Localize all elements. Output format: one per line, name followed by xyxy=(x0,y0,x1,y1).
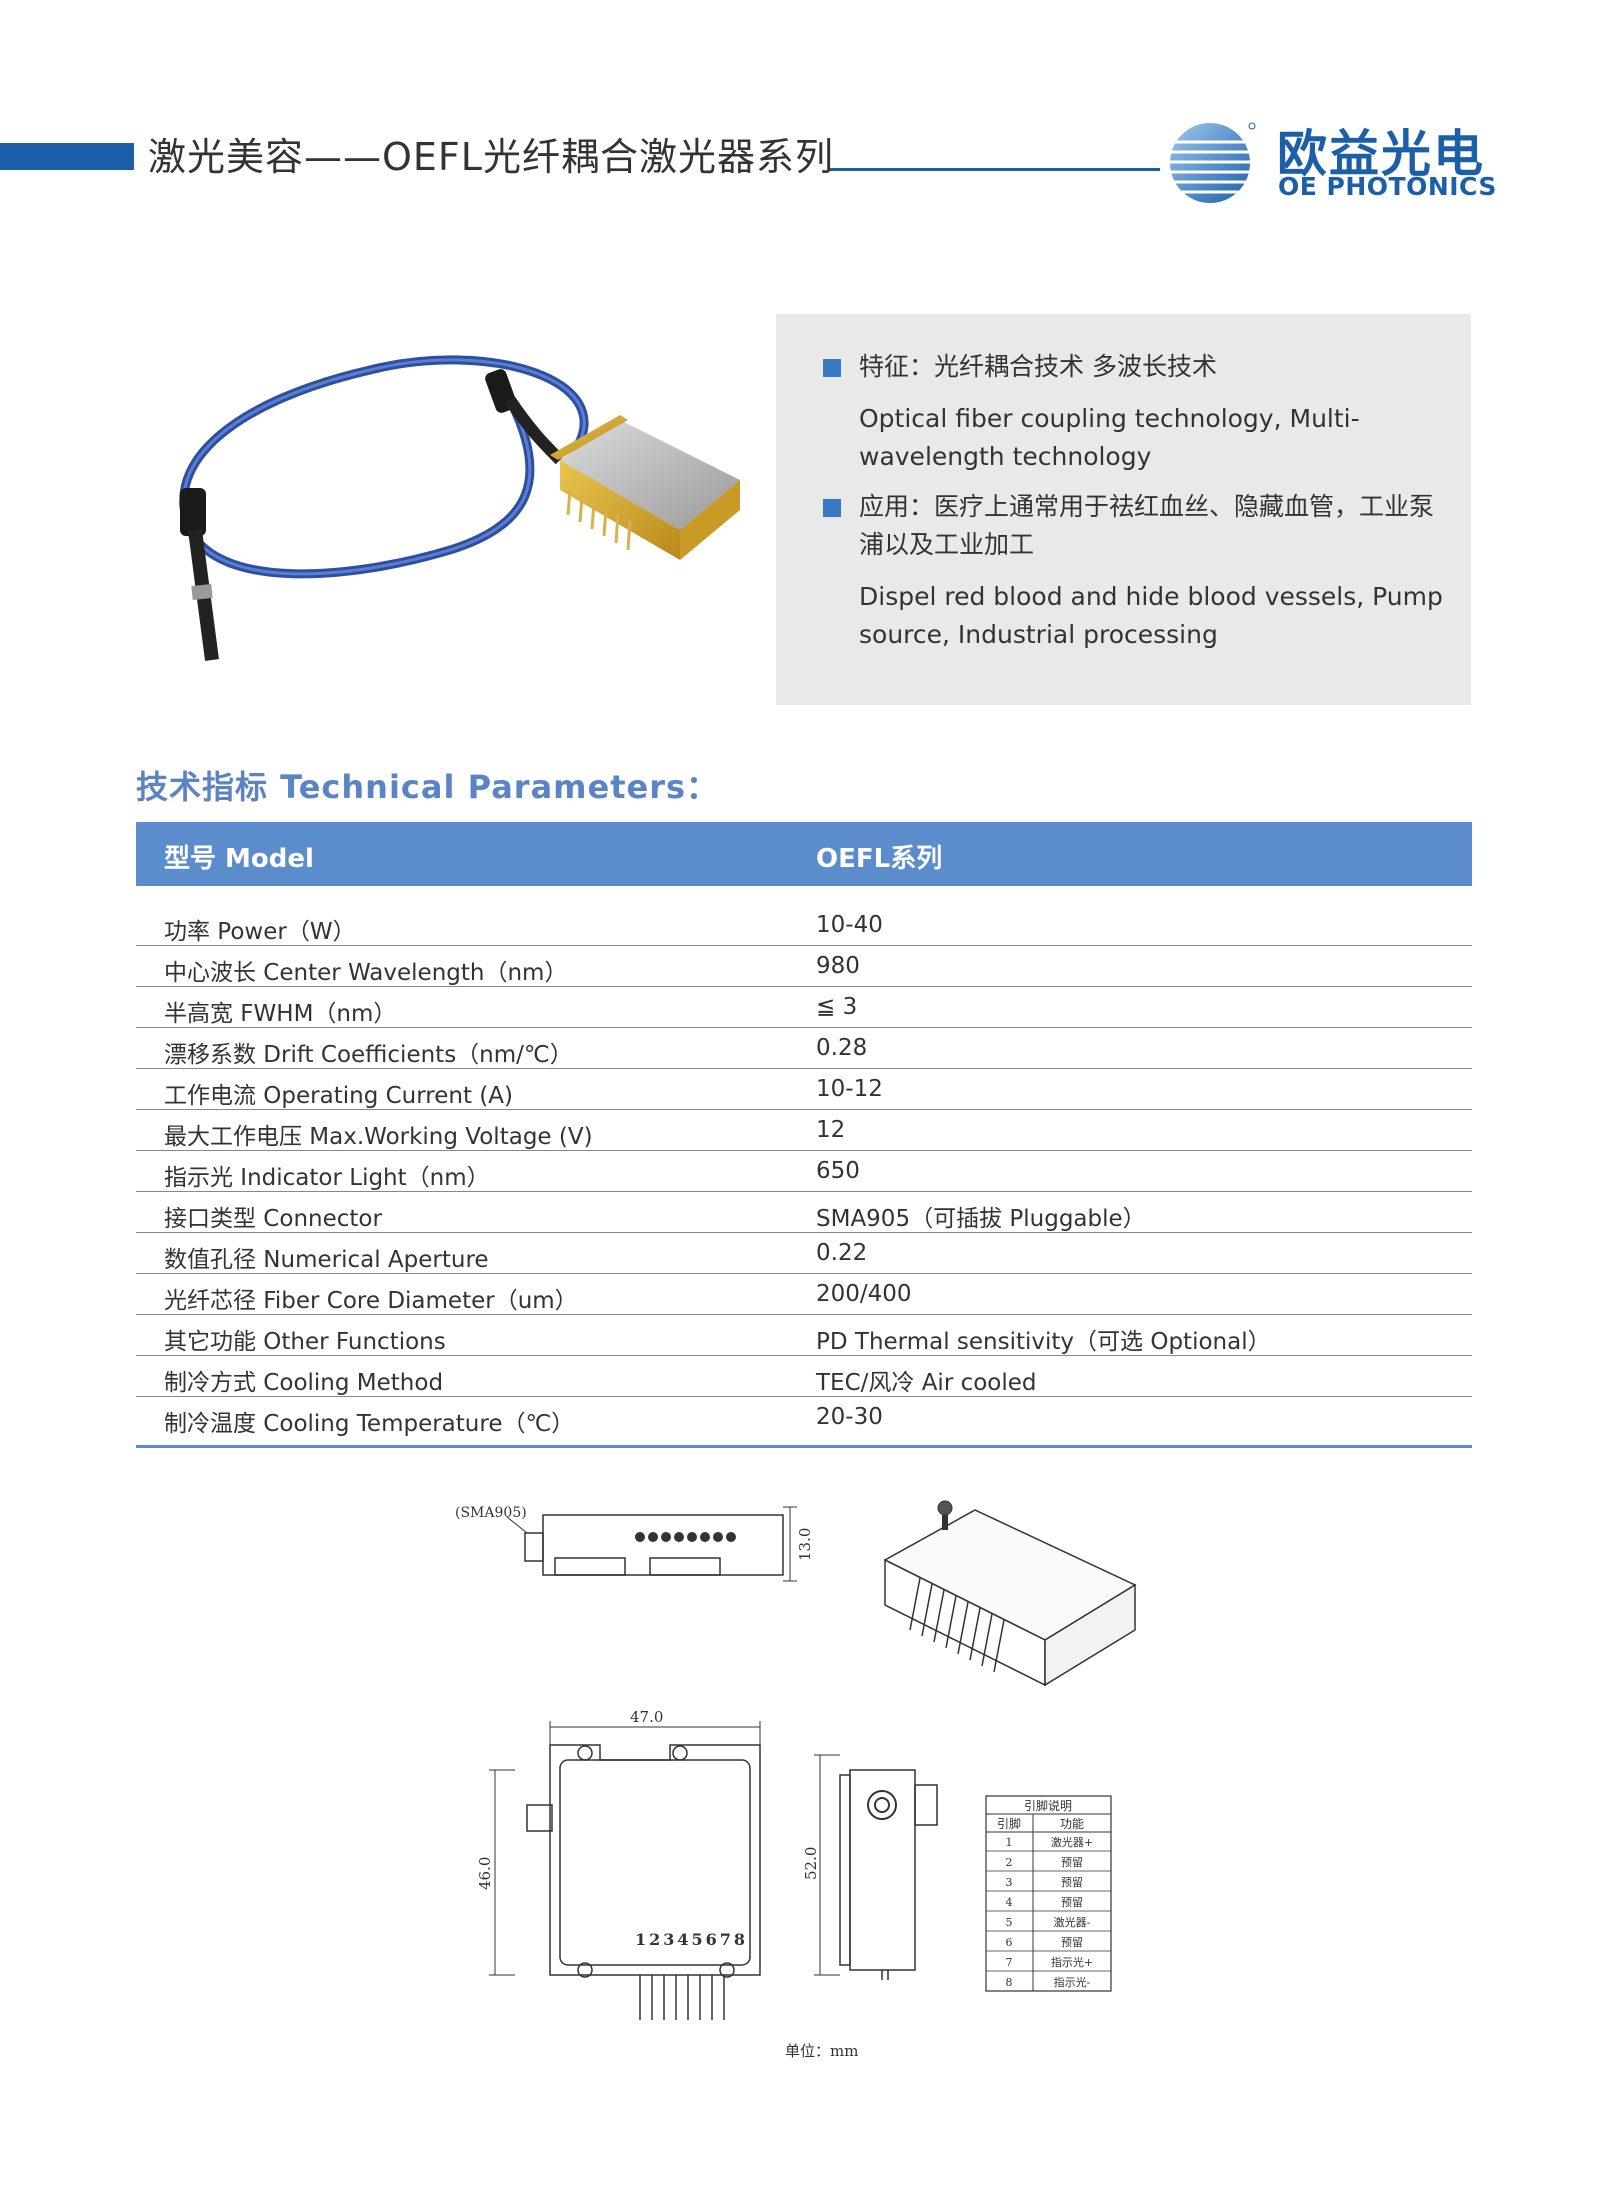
param-name: 接口类型 Connector xyxy=(164,1206,382,1232)
param-name: 指示光 Indicator Light（nm） xyxy=(164,1165,490,1191)
unit-label: 单位：mm xyxy=(785,2042,859,2060)
param-value: 650 xyxy=(816,1158,860,1184)
feature-desc-line2: wavelength technology xyxy=(859,442,1152,471)
pin-description-table: 引脚说明 引脚 功能 1 激光器+ 2 预留 3 预留 4 预留 5 激光器- … xyxy=(985,1795,1112,1992)
logo-english-text: OE PHOTONICS xyxy=(1278,172,1497,201)
pin-function: 预留 xyxy=(1061,1936,1083,1949)
feature-panel: 特征：光纤耦合技术 多波长技术 Optical fiber coupling t… xyxy=(776,314,1471,705)
param-name: 其它功能 Other Functions xyxy=(164,1329,446,1355)
pin-table-col-pin: 引脚 xyxy=(997,1816,1021,1831)
side-view-drawing: (SMA905) 13.0 xyxy=(455,1505,814,1582)
param-value: TEC/风冷 Air cooled xyxy=(816,1370,1037,1396)
table-row: 漂移系数 Drift Coefficients（nm/℃） 0.28 xyxy=(136,1027,1472,1069)
param-value: PD Thermal sensitivity（可选 Optional） xyxy=(816,1329,1271,1355)
pin-number: 5 xyxy=(1006,1916,1013,1929)
pin-number: 2 xyxy=(1006,1856,1013,1869)
table-row: 功率 Power（W） 10-40 xyxy=(136,904,1472,946)
pin-table-title: 引脚说明 xyxy=(1024,1798,1072,1813)
table-row: 接口类型 Connector SMA905（可插拔 Pluggable） xyxy=(136,1191,1472,1233)
pin-number: 3 xyxy=(1006,1876,1013,1889)
param-value: 10-40 xyxy=(816,912,883,938)
pin-function: 指示光- xyxy=(1054,1975,1091,1989)
param-name: 光纤芯径 Fiber Core Diameter（um） xyxy=(164,1288,578,1314)
bullet-square-icon xyxy=(823,499,841,517)
param-name: 数值孔径 Numerical Aperture xyxy=(164,1247,489,1273)
param-name: 功率 Power（W） xyxy=(164,919,356,945)
pin-number: 1 xyxy=(1006,1836,1013,1849)
param-value: 20-30 xyxy=(816,1404,883,1430)
page-title: 激光美容——OEFL光纤耦合激光器系列 xyxy=(148,135,834,179)
param-value: 12 xyxy=(816,1117,846,1143)
logo-chinese-text: 欧益光电 xyxy=(1277,125,1485,183)
table-row: 其它功能 Other Functions PD Thermal sensitiv… xyxy=(136,1314,1472,1356)
pin-function: 预留 xyxy=(1061,1896,1083,1909)
param-name: 制冷方式 Cooling Method xyxy=(164,1370,444,1396)
param-value: 0.28 xyxy=(816,1035,868,1061)
param-name: 制冷温度 Cooling Temperature（℃） xyxy=(164,1411,575,1437)
table-header: 型号 Model OEFL系列 xyxy=(136,822,1472,886)
header-model: 型号 Model xyxy=(164,844,314,874)
pin-function: 预留 xyxy=(1061,1876,1083,1889)
end-view-drawing: 52.0 xyxy=(802,1754,938,1980)
table-row: 半高宽 FWHM（nm） ≦ 3 xyxy=(136,986,1472,1028)
table-bottom-rule xyxy=(136,1445,1472,1448)
param-value: 0.22 xyxy=(816,1240,868,1266)
product-photo xyxy=(179,355,740,661)
application-desc-line1: Dispel red blood and hide blood vessels,… xyxy=(859,582,1443,611)
param-name: 漂移系数 Drift Coefficients（nm/℃） xyxy=(164,1042,573,1068)
table-row: 工作电流 Operating Current (A) 10-12 xyxy=(136,1068,1472,1110)
pin-function: 激光器- xyxy=(1054,1915,1091,1929)
param-name: 工作电流 Operating Current (A) xyxy=(164,1083,513,1109)
bullet-square-icon xyxy=(823,359,841,377)
param-name: 最大工作电压 Max.Working Voltage (V) xyxy=(164,1124,593,1150)
pin-number: 4 xyxy=(1006,1896,1013,1909)
table-row: 最大工作电压 Max.Working Voltage (V) 12 xyxy=(136,1109,1472,1151)
isometric-view-drawing xyxy=(883,1500,1137,1687)
pin-number: 8 xyxy=(1006,1976,1013,1989)
header-accent-bar xyxy=(0,143,134,170)
param-name: 中心波长 Center Wavelength（nm） xyxy=(164,960,568,986)
application-desc-line2: source, Industrial processing xyxy=(859,620,1218,649)
pin-table-col-func: 功能 xyxy=(1060,1817,1084,1831)
header-rule xyxy=(830,168,1160,171)
top-view-drawing: 47.0 46.0 12345678 xyxy=(476,1708,761,2020)
header-series: OEFL系列 xyxy=(816,844,943,874)
table-row: 制冷温度 Cooling Temperature（℃） 20-30 xyxy=(136,1396,1472,1437)
table-row: 数值孔径 Numerical Aperture 0.22 xyxy=(136,1232,1472,1274)
table-row: 制冷方式 Cooling Method TEC/风冷 Air cooled xyxy=(136,1355,1472,1397)
pin-function: 指示光+ xyxy=(1051,1955,1093,1969)
dim-length-label: 52.0 xyxy=(802,1847,820,1880)
pin-function: 预留 xyxy=(1061,1856,1083,1869)
pin-number: 7 xyxy=(1006,1956,1013,1969)
application-label-line1: 应用：医疗上通常用于祛红血丝、隐藏血管，工业泵 xyxy=(859,492,1435,521)
feature-desc-line1: Optical fiber coupling technology, Multi… xyxy=(859,404,1360,433)
table-row: 中心波长 Center Wavelength（nm） 980 xyxy=(136,945,1472,987)
dim-depth-label: 46.0 xyxy=(476,1857,494,1890)
table-row: 指示光 Indicator Light（nm） 650 xyxy=(136,1150,1472,1192)
param-value: ≦ 3 xyxy=(816,994,858,1020)
pin-number: 6 xyxy=(1006,1936,1013,1949)
pin-function: 激光器+ xyxy=(1051,1835,1093,1849)
application-label-line2: 浦以及工业加工 xyxy=(859,530,1035,559)
table-row: 光纤芯径 Fiber Core Diameter（um） 200/400 xyxy=(136,1273,1472,1315)
feature-label: 特征：光纤耦合技术 多波长技术 xyxy=(859,352,1217,381)
sma-label: (SMA905) xyxy=(455,1505,527,1521)
dim-height-label: 13.0 xyxy=(796,1528,814,1561)
param-value: 200/400 xyxy=(816,1281,912,1307)
logo-globe-icon xyxy=(1168,122,1258,203)
pin-number-labels: 12345678 xyxy=(635,1930,748,1949)
param-value: 980 xyxy=(816,953,860,979)
param-value: SMA905（可插拔 Pluggable） xyxy=(816,1206,1146,1232)
param-value: 10-12 xyxy=(816,1076,883,1102)
param-name: 半高宽 FWHM（nm） xyxy=(164,1001,397,1027)
section-title: 技术指标 Technical Parameters： xyxy=(136,768,720,806)
dim-width-label: 47.0 xyxy=(630,1708,663,1726)
